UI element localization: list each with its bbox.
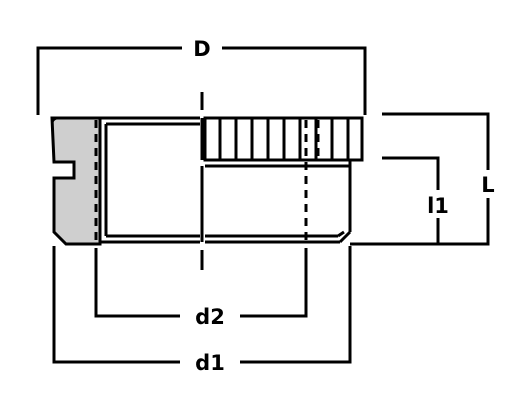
hidden-lines <box>94 120 320 242</box>
dimension-d2 <box>94 248 308 318</box>
bore-outline <box>100 116 200 244</box>
section-hatch <box>50 116 102 246</box>
dimension-d2-line-left <box>94 248 180 318</box>
flange-corner <box>51 117 61 126</box>
dimension-D-label: D <box>193 37 210 61</box>
dimension-d1 <box>52 246 352 364</box>
dimension-D <box>36 46 367 115</box>
dimension-L-label: L <box>481 173 494 197</box>
dimension-D-line-right <box>222 46 367 115</box>
dimension-L-line-top <box>382 112 490 170</box>
dimension-l1-label: l1 <box>427 194 449 218</box>
shank-chamfer <box>338 230 352 244</box>
knurl-section <box>203 116 364 162</box>
dimension-d1-line-left <box>52 246 180 364</box>
dimension-l1 <box>382 156 440 244</box>
dimension-d1-line-right <box>240 246 352 364</box>
dimension-D-line <box>36 46 182 115</box>
dimension-d2-line-right <box>240 248 308 318</box>
dimension-L-line-bottom <box>350 198 490 246</box>
shank-chamfer-inner <box>337 230 345 238</box>
dimension-L <box>350 112 490 246</box>
shank-outline <box>205 160 352 244</box>
dimension-d2-label: d2 <box>195 305 225 329</box>
dimension-l1-line-top <box>382 156 440 190</box>
dimension-d1-label: d1 <box>195 351 225 375</box>
